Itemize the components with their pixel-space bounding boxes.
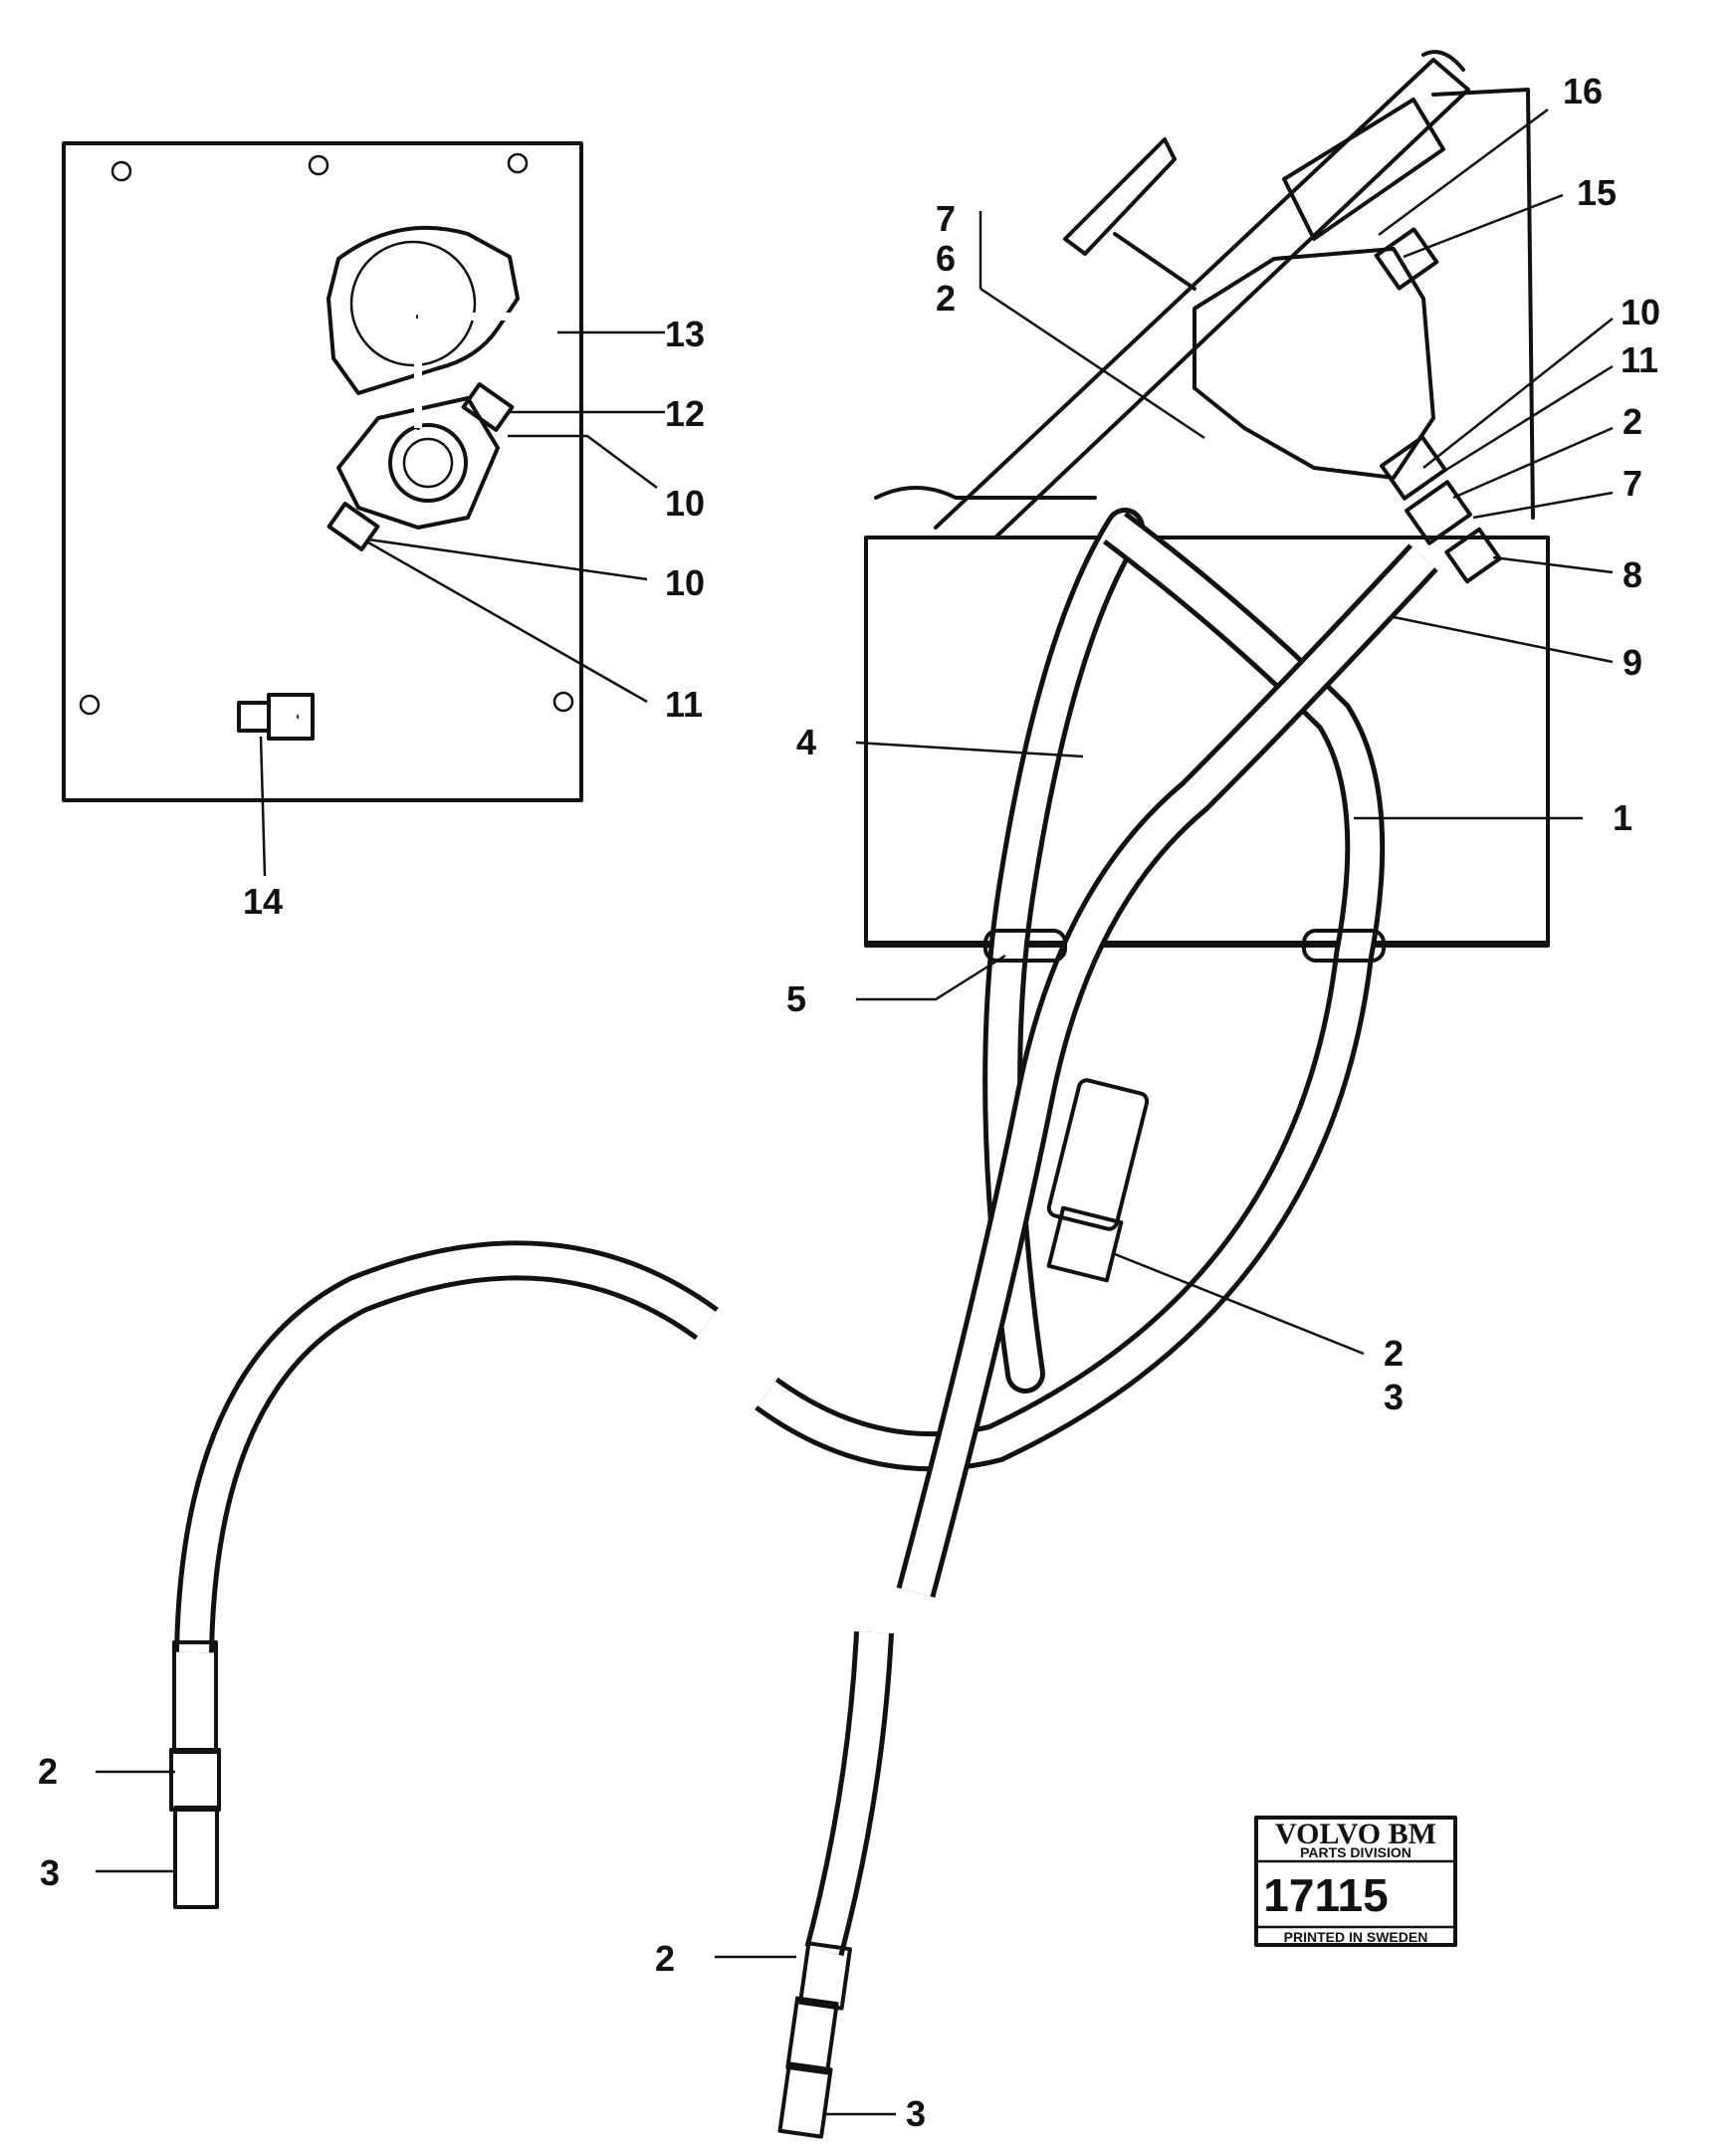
callout-11-inset: 11 xyxy=(665,684,703,725)
hose-left xyxy=(96,1240,719,1909)
hose-center xyxy=(715,1630,896,2139)
callout-3-left-hose: 3 xyxy=(40,1852,60,1893)
callout-6: 6 xyxy=(936,238,956,279)
callout-2-top: 2 xyxy=(936,278,956,319)
callout-16: 16 xyxy=(1563,71,1603,111)
callout-2-right: 2 xyxy=(1623,401,1642,442)
inset-panel xyxy=(62,141,665,877)
callout-10-lower: 10 xyxy=(665,562,705,603)
badge-division: PARTS DIVISION xyxy=(1300,1844,1411,1860)
callout-10-upper: 10 xyxy=(665,483,705,524)
callout-1: 1 xyxy=(1613,797,1632,838)
callout-3-coupler: 3 xyxy=(1384,1377,1404,1417)
callout-2-coupler: 2 xyxy=(1384,1333,1404,1374)
volvo-bm-badge: VOLVO BM PARTS DIVISION 17115 PRINTED IN… xyxy=(1254,1816,1457,1947)
main-assembly xyxy=(755,50,1614,1599)
callout-7-right: 7 xyxy=(1623,463,1642,504)
callout-4: 4 xyxy=(796,722,816,762)
callout-7-top: 7 xyxy=(936,198,956,239)
callout-3-center-hose: 3 xyxy=(906,2093,926,2134)
callout-12: 12 xyxy=(665,393,705,434)
callout-15: 15 xyxy=(1577,172,1617,213)
callout-14: 14 xyxy=(243,881,283,922)
callout-2-left-hose: 2 xyxy=(38,1751,58,1792)
callout-5: 5 xyxy=(786,978,806,1019)
badge-footer: PRINTED IN SWEDEN xyxy=(1284,1929,1428,1945)
badge-number: 17115 xyxy=(1263,1869,1388,1921)
callout-13: 13 xyxy=(665,314,705,354)
badge-brand: VOLVO BM xyxy=(1275,1818,1436,1850)
callout-10-main: 10 xyxy=(1621,292,1660,332)
callout-9: 9 xyxy=(1623,642,1642,683)
callout-2-center-hose: 2 xyxy=(655,1938,675,1979)
callout-11-main: 11 xyxy=(1621,339,1658,380)
callout-8: 8 xyxy=(1623,554,1642,595)
